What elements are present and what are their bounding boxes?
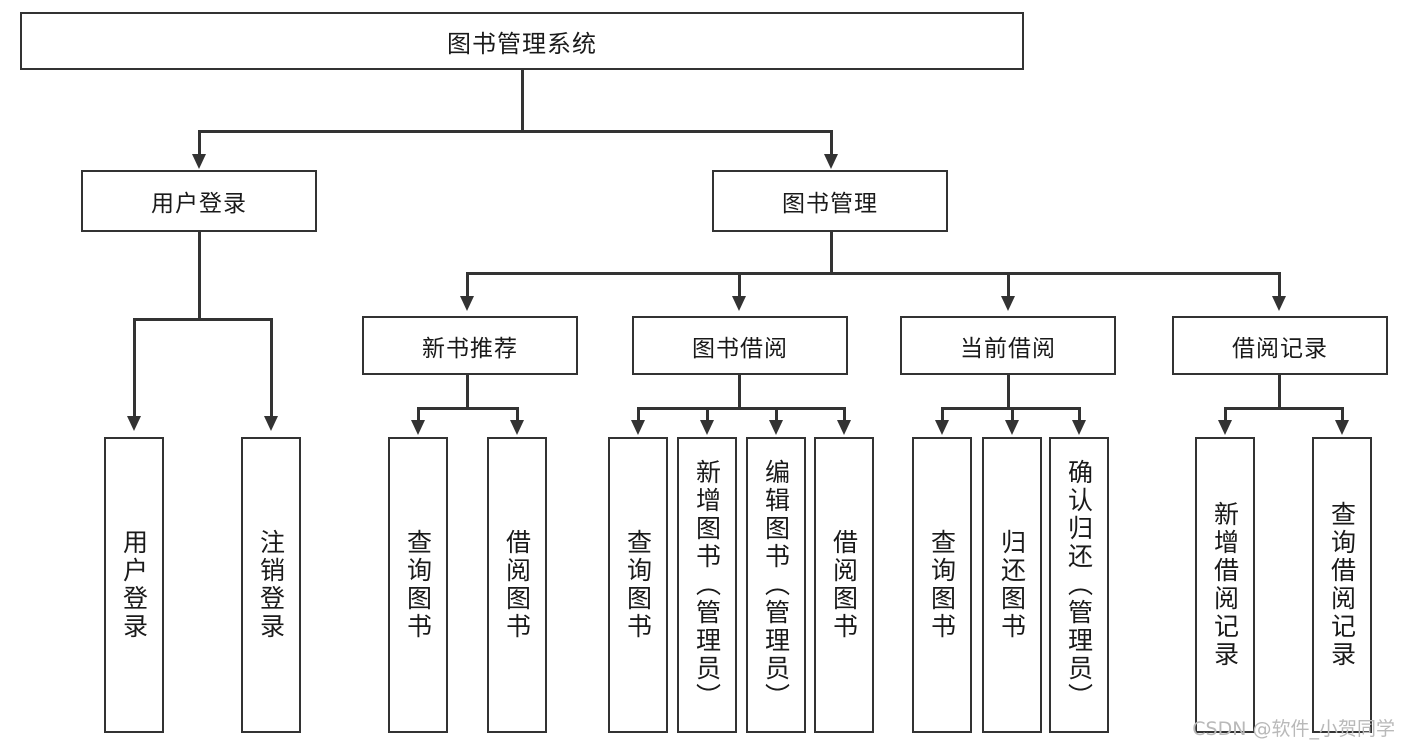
csdn-watermark: CSDN @软件_小贺同学 bbox=[1192, 718, 1395, 740]
arrowhead-to-book-management bbox=[824, 154, 838, 169]
leaf-label: 编辑图书（管理员） bbox=[761, 459, 791, 711]
node-root-book-management-system[interactable]: 图书管理系统 bbox=[20, 12, 1024, 70]
arrowhead-user-login-leaf1 bbox=[127, 416, 141, 431]
arrowhead-book-borrow-leaf4 bbox=[837, 420, 851, 435]
leaf-current-borrow-query-books[interactable]: 查询图书 bbox=[912, 437, 972, 733]
connector-current-borrow-leaf3 bbox=[1078, 407, 1081, 422]
connector-current-borrow-bus bbox=[941, 407, 1078, 410]
leaf-new-book-borrow-books[interactable]: 借阅图书 bbox=[487, 437, 547, 733]
connector-user-login-leaf1 bbox=[133, 318, 136, 418]
leaf-label: 新增借阅记录 bbox=[1210, 501, 1240, 669]
leaf-label: 查询图书 bbox=[623, 529, 653, 641]
arrowhead-to-new-book-recommend bbox=[460, 296, 474, 311]
arrowhead-new-book-leaf1 bbox=[411, 420, 425, 435]
connector-user-login-bus bbox=[133, 318, 272, 321]
arrowhead-book-borrow-leaf2 bbox=[700, 420, 714, 435]
connector-user-login-leaf2 bbox=[270, 318, 273, 418]
leaf-label: 注销登录 bbox=[256, 529, 286, 641]
connector-user-login-stem bbox=[198, 232, 201, 320]
leaf-user-login-login[interactable]: 用户登录 bbox=[104, 437, 164, 733]
connector-current-borrow-leaf2 bbox=[1011, 407, 1014, 422]
leaf-label: 归还图书 bbox=[997, 529, 1027, 641]
leaf-book-borrow-query-books[interactable]: 查询图书 bbox=[608, 437, 668, 733]
connector-root-to-user-login bbox=[198, 130, 201, 156]
node-borrow-record[interactable]: 借阅记录 bbox=[1172, 316, 1388, 375]
connector-book-borrow-bus bbox=[637, 407, 843, 410]
arrowhead-book-borrow-leaf3 bbox=[769, 420, 783, 435]
arrowhead-current-borrow-leaf1 bbox=[935, 420, 949, 435]
leaf-label: 查询图书 bbox=[927, 529, 957, 641]
connector-to-borrow-record bbox=[1278, 272, 1281, 298]
connector-new-book-leaf2 bbox=[516, 407, 519, 422]
leaf-borrow-record-add-record[interactable]: 新增借阅记录 bbox=[1195, 437, 1255, 733]
node-new-book-recommend[interactable]: 新书推荐 bbox=[362, 316, 578, 375]
leaf-book-borrow-edit-book-admin[interactable]: 编辑图书（管理员） bbox=[746, 437, 806, 733]
connector-root-bus bbox=[198, 130, 833, 133]
arrowhead-to-borrow-record bbox=[1272, 296, 1286, 311]
arrowhead-new-book-leaf2 bbox=[510, 420, 524, 435]
leaf-label: 借阅图书 bbox=[502, 529, 532, 641]
connector-book-borrow-leaf3 bbox=[775, 407, 778, 422]
arrowhead-user-login-leaf2 bbox=[264, 416, 278, 431]
connector-book-borrow-stem bbox=[738, 375, 741, 409]
arrowhead-current-borrow-leaf3 bbox=[1072, 420, 1086, 435]
connector-book-management-stem bbox=[830, 232, 833, 274]
leaf-borrow-record-query-record[interactable]: 查询借阅记录 bbox=[1312, 437, 1372, 733]
connector-current-borrow-leaf1 bbox=[941, 407, 944, 422]
connector-new-book-bus bbox=[417, 407, 517, 410]
leaf-current-borrow-return-books[interactable]: 归还图书 bbox=[982, 437, 1042, 733]
node-current-borrow[interactable]: 当前借阅 bbox=[900, 316, 1116, 375]
leaf-book-borrow-borrow-books[interactable]: 借阅图书 bbox=[814, 437, 874, 733]
connector-current-borrow-stem bbox=[1007, 375, 1010, 409]
leaf-user-login-logout[interactable]: 注销登录 bbox=[241, 437, 301, 733]
leaf-label: 查询图书 bbox=[403, 529, 433, 641]
leaf-label: 新增图书（管理员） bbox=[692, 459, 722, 711]
node-user-login[interactable]: 用户登录 bbox=[81, 170, 317, 232]
connector-borrow-record-stem bbox=[1278, 375, 1281, 409]
connector-to-new-book-recommend bbox=[466, 272, 469, 298]
connector-book-borrow-leaf1 bbox=[637, 407, 640, 422]
leaf-new-book-query-books[interactable]: 查询图书 bbox=[388, 437, 448, 733]
arrowhead-borrow-record-leaf1 bbox=[1218, 420, 1232, 435]
connector-borrow-record-leaf2 bbox=[1341, 407, 1344, 422]
connector-borrow-record-bus bbox=[1224, 407, 1342, 410]
leaf-book-borrow-add-book-admin[interactable]: 新增图书（管理员） bbox=[677, 437, 737, 733]
connector-to-book-borrow bbox=[738, 272, 741, 298]
arrowhead-current-borrow-leaf2 bbox=[1005, 420, 1019, 435]
node-book-management[interactable]: 图书管理 bbox=[712, 170, 948, 232]
connector-book-borrow-leaf4 bbox=[843, 407, 846, 422]
connector-to-current-borrow bbox=[1007, 272, 1010, 298]
connector-borrow-record-leaf1 bbox=[1224, 407, 1227, 422]
arrowhead-to-book-borrow bbox=[732, 296, 746, 311]
connector-book-management-bus bbox=[466, 272, 1280, 275]
leaf-label: 借阅图书 bbox=[829, 529, 859, 641]
leaf-label: 用户登录 bbox=[119, 529, 149, 641]
connector-root-to-book-management bbox=[830, 130, 833, 156]
leaf-label: 查询借阅记录 bbox=[1327, 501, 1357, 669]
leaf-label: 确认归还（管理员） bbox=[1064, 459, 1094, 711]
connector-new-book-leaf1 bbox=[417, 407, 420, 422]
leaf-current-borrow-confirm-return-admin[interactable]: 确认归还（管理员） bbox=[1049, 437, 1109, 733]
node-book-borrow[interactable]: 图书借阅 bbox=[632, 316, 848, 375]
connector-new-book-stem bbox=[466, 375, 469, 409]
connector-book-borrow-leaf2 bbox=[706, 407, 709, 422]
arrowhead-book-borrow-leaf1 bbox=[631, 420, 645, 435]
arrowhead-to-current-borrow bbox=[1001, 296, 1015, 311]
connector-root-stem bbox=[521, 70, 524, 132]
arrowhead-to-user-login bbox=[192, 154, 206, 169]
arrowhead-borrow-record-leaf2 bbox=[1335, 420, 1349, 435]
